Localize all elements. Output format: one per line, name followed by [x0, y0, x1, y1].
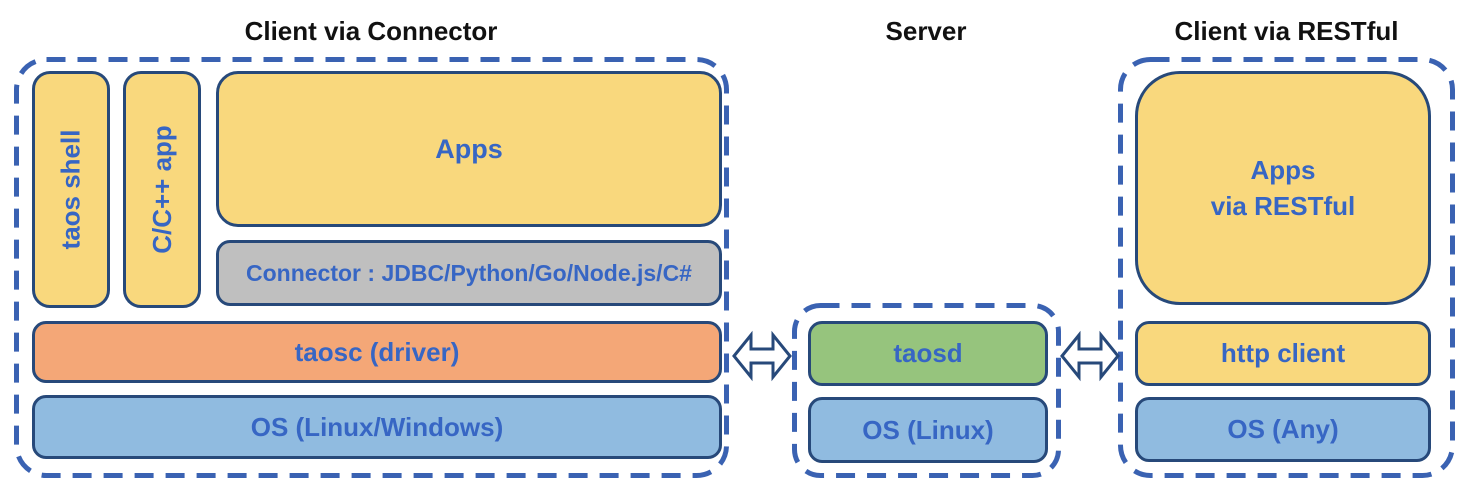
os-any-box: OS (Any)	[1135, 397, 1431, 462]
right-bidirectional-arrow-icon	[1060, 330, 1120, 382]
taosc-driver-label: taosc (driver)	[294, 336, 460, 367]
os-linux-windows-box: OS (Linux/Windows)	[32, 395, 722, 459]
section-title-server: Server	[885, 16, 967, 46]
taosc-driver-box: taosc (driver)	[32, 321, 722, 383]
taosd-label: taosd	[893, 338, 963, 368]
connector-box: Connector : JDBC/Python/Go/Node.js/C#	[216, 240, 722, 306]
os-any-label: OS (Any)	[1227, 414, 1339, 444]
left-bidirectional-arrow-icon	[732, 330, 792, 382]
server-dashed-border	[792, 303, 1061, 478]
os-linux-box: OS (Linux)	[808, 397, 1048, 463]
section-title-client-connector: Client via Connector	[244, 16, 498, 46]
cpp-app-label: C/C++ app	[146, 125, 177, 254]
apps-via-restful-box: Apps via RESTful	[1135, 71, 1431, 305]
section-title-client-restful: Client via RESTful	[1174, 16, 1399, 46]
os-linux-label: OS (Linux)	[862, 414, 994, 445]
connector-label: Connector : JDBC/Python/Go/Node.js/C#	[246, 259, 692, 286]
client-connector-dashed-border	[14, 57, 729, 478]
apps-box: Apps	[216, 71, 722, 227]
taos-shell-box: taos shell	[32, 71, 110, 308]
apps-via-restful-line2: via RESTful	[1210, 191, 1356, 221]
apps-via-restful-label: Apps via RESTful	[1211, 152, 1355, 225]
client-restful-dashed-border	[1118, 57, 1455, 478]
apps-via-restful-line1: Apps	[1250, 154, 1316, 185]
http-client-label: http client	[1220, 338, 1346, 368]
taos-shell-label: taos shell	[55, 129, 86, 250]
cpp-app-box: C/C++ app	[123, 71, 201, 308]
os-linux-windows-label: OS (Linux/Windows)	[250, 411, 504, 442]
apps-label: Apps	[435, 133, 503, 164]
http-client-box: http client	[1135, 321, 1431, 386]
taosd-box: taosd	[808, 321, 1048, 386]
